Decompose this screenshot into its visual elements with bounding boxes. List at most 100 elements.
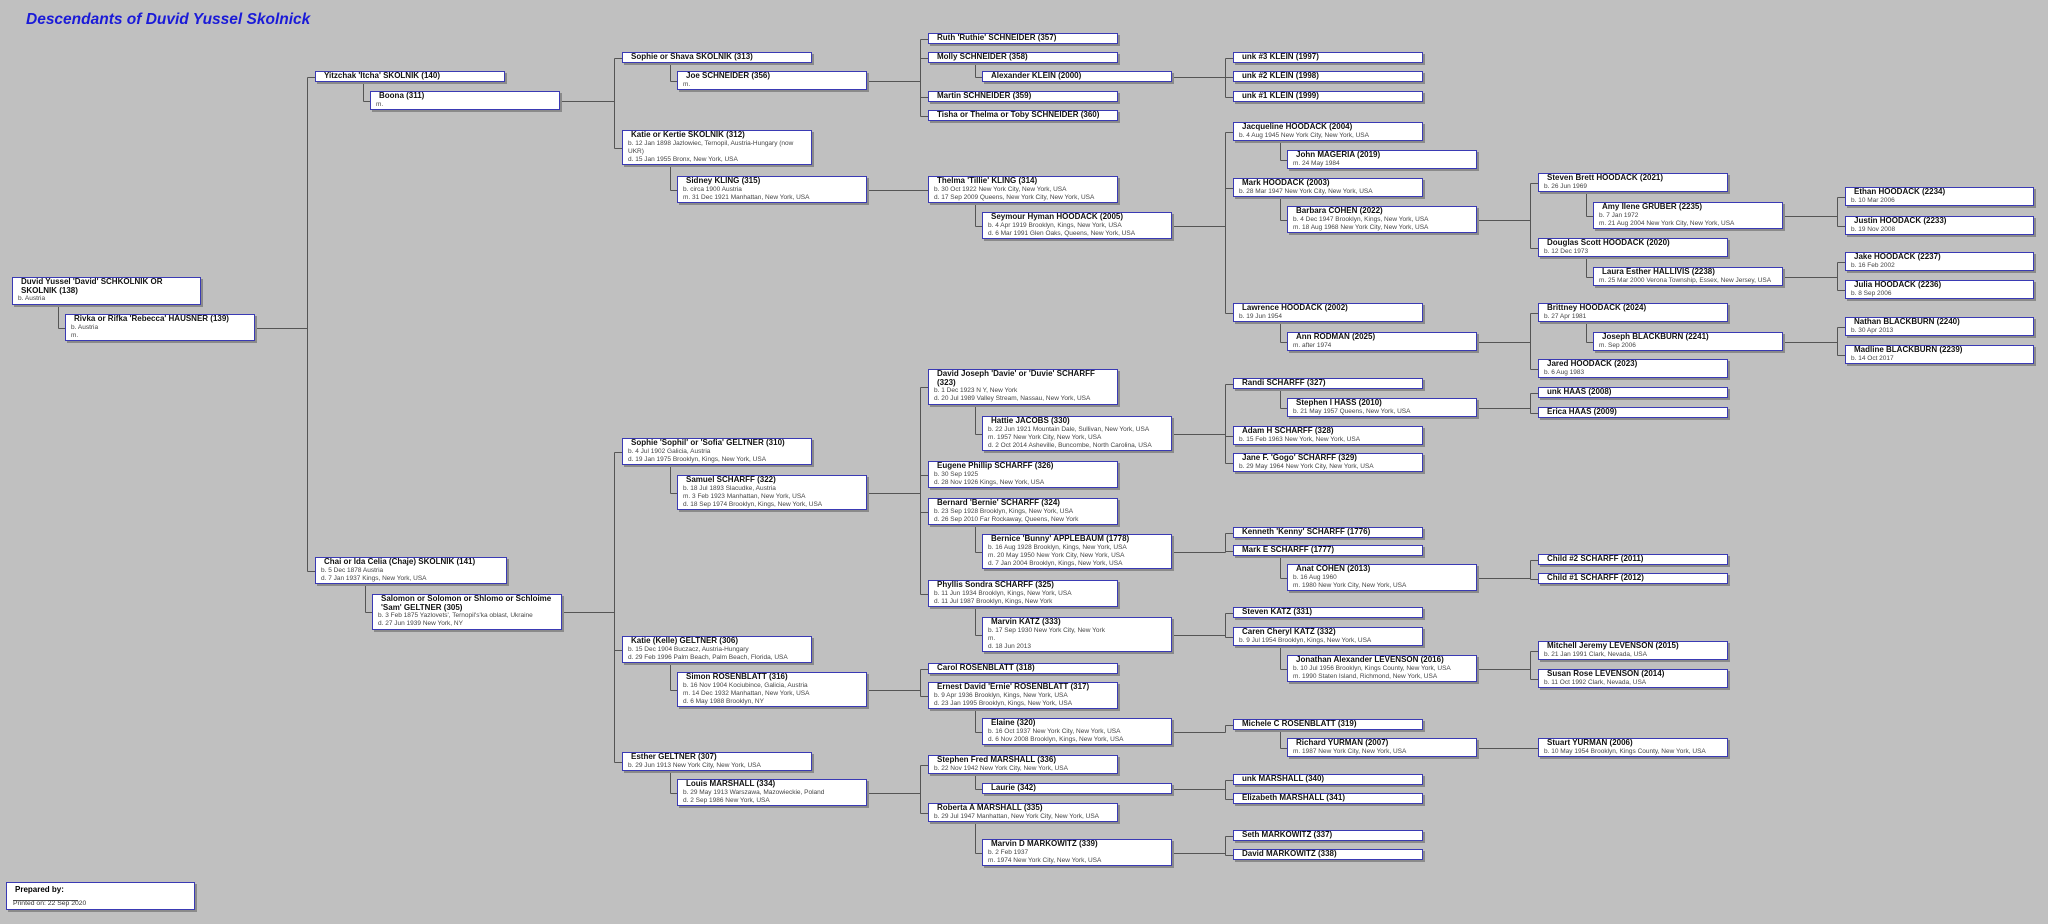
person-detail: b. 30 Sep 1925: [934, 470, 979, 478]
person-name: Hattie JACOBS (330): [991, 416, 1070, 425]
person-detail: b. 30 Apr 2013: [1851, 326, 1894, 334]
person-detail: b. 21 Jan 1991 Clark, Nevada, USA: [1544, 650, 1647, 658]
person-box: Yitzchak 'Itcha' SKOLNIK (140): [315, 71, 505, 83]
person-detail: d. 7 Jan 1937 Kings, New York, USA: [321, 574, 427, 582]
person-name: Barbara COHEN (2022): [1296, 206, 1383, 215]
person-detail: b. 10 May 1954 Brooklyn, Kings County, N…: [1544, 747, 1706, 755]
person-box: Louis MARSHALL (334)b. 29 May 1913 Warsz…: [677, 779, 867, 807]
person-box: Adam H SCHARFF (328)b. 15 Feb 1963 New Y…: [1233, 426, 1423, 446]
signature-line: [13, 900, 78, 901]
person-name: Ernest David 'Ernie' ROSENBLATT (317): [937, 682, 1090, 691]
person-name: Yitzchak 'Itcha' SKOLNIK (140): [324, 71, 440, 80]
person-name: Seth MARKOWITZ (337): [1242, 830, 1333, 839]
person-box: John MAGERIA (2019)m. 24 May 1984: [1287, 150, 1477, 170]
person-box: Roberta A MARSHALL (335)b. 29 Jul 1947 M…: [928, 803, 1118, 823]
person-name: Martin SCHNEIDER (359): [937, 91, 1032, 100]
person-detail: m. 1990 Staten Island, Richmond, New Yor…: [1293, 672, 1438, 680]
person-detail: m.: [71, 331, 79, 339]
person-detail: b. 4 Apr 1919 Brooklyn, Kings, New York,…: [988, 221, 1122, 229]
person-name: Jonathan Alexander LEVENSON (2016): [1296, 655, 1444, 664]
person-box: Brittney HOODACK (2024)b. 27 Apr 1981: [1538, 303, 1728, 323]
person-name: Sidney KLING (315): [686, 176, 761, 185]
person-name: Thelma 'Tillie' KLING (314): [937, 176, 1038, 185]
chart-title: Descendants of Duvid Yussel Skolnick: [26, 11, 311, 28]
person-detail: b. circa 1900 Austria: [683, 185, 742, 193]
person-name: Lawrence HOODACK (2002): [1242, 303, 1348, 312]
person-detail: b. 16 Feb 2002: [1851, 261, 1895, 269]
person-detail: m. 1974 New York City, New York, USA: [988, 856, 1102, 864]
person-detail: m. 1957 New York City, New York, USA: [988, 433, 1102, 441]
person-name: Ann RODMAN (2025): [1296, 332, 1376, 341]
person-detail: b. 1 Dec 1923 N Y, New York: [934, 387, 1018, 395]
person-detail: d. 6 Mar 1991 Glen Oaks, Queens, New Yor…: [988, 229, 1136, 237]
person-box: Kenneth 'Kenny' SCHARFF (1776): [1233, 527, 1423, 539]
person-box: Simon ROSENBLATT (316)b. 16 Nov 1904 Koc…: [677, 672, 867, 708]
person-detail: b. 15 Feb 1963 New York, New York, USA: [1239, 435, 1361, 443]
person-name: Michele C ROSENBLATT (319): [1242, 719, 1357, 728]
person-detail: b. 4 Dec 1947 Brooklyn, Kings, New York,…: [1293, 215, 1429, 223]
person-box: Rivka or Rifka 'Rebecca' HAUSNER (139)b.…: [65, 314, 255, 342]
person-detail: d. 11 Jul 1987 Brooklyn, Kings, New York: [934, 597, 1053, 605]
person-box: Ruth 'Ruthie' SCHNEIDER (357): [928, 33, 1118, 45]
person-detail: b. 26 Jun 1969: [1544, 182, 1588, 190]
person-name: David MARKOWITZ (338): [1242, 849, 1337, 858]
person-detail: b. 16 Aug 1928 Brooklyn, Kings, New York…: [988, 543, 1127, 551]
person-name: David Joseph 'Davie' or 'Duvie' SCHARFF …: [937, 369, 1095, 387]
person-box: Hattie JACOBS (330)b. 22 Jun 1921 Mounta…: [982, 416, 1172, 452]
person-detail: d. 20 Jul 1989 Valley Stream, Nassau, Ne…: [934, 395, 1091, 403]
person-box: unk #1 KLEIN (1999): [1233, 91, 1423, 103]
person-detail: m. 31 Dec 1921 Manhattan, New York, USA: [683, 193, 810, 201]
person-name: Nathan BLACKBURN (2240): [1854, 317, 1960, 326]
person-name: Mitchell Jeremy LEVENSON (2015): [1547, 641, 1679, 650]
printed-on-date: Printed on: 22 Sep 2020: [13, 900, 87, 907]
person-box: Erica HAAS (2009): [1538, 407, 1728, 419]
person-box: Bernard 'Bernie' SCHARFF (324)b. 23 Sep …: [928, 498, 1118, 526]
person-name: Steven KATZ (331): [1242, 607, 1313, 616]
person-name: Eugene Phillip SCHARFF (326): [937, 461, 1054, 470]
person-box: Ethan HOODACK (2234)b. 10 Mar 2006: [1845, 187, 2034, 207]
person-detail: m. 3 Feb 1923 Manhattan, New York, USA: [683, 492, 806, 500]
person-box: unk MARSHALL (340): [1233, 774, 1423, 786]
person-box: Julia HOODACK (2236)b. 8 Sep 2006: [1845, 280, 2034, 300]
person-detail: m. 18 Aug 1968 New York City, New York, …: [1293, 223, 1429, 231]
person-name: Stephen Fred MARSHALL (336): [937, 755, 1056, 764]
person-detail: b. 16 Nov 1904 Kociubince, Galicia, Aust…: [683, 681, 808, 689]
person-detail: m. 20 May 1950 New York City, New York, …: [988, 551, 1125, 559]
person-name: Esther GELTNER (307): [631, 752, 717, 761]
person-box: Mark E SCHARFF (1777): [1233, 545, 1423, 557]
person-detail: d. 6 Nov 2008 Brooklyn, Kings, New York,…: [988, 735, 1124, 743]
person-box: Michele C ROSENBLATT (319): [1233, 719, 1423, 731]
person-name: Elaine (320): [991, 718, 1036, 727]
person-box: unk #3 KLEIN (1997): [1233, 52, 1423, 64]
person-detail: b. 22 Jun 1921 Mountain Dale, Sullivan, …: [988, 425, 1150, 433]
person-box: Joe SCHNEIDER (356)m.: [677, 71, 867, 91]
person-name: Sophie 'Sophil' or 'Sofia' GELTNER (310): [631, 438, 785, 447]
person-box: Steven Brett HOODACK (2021)b. 26 Jun 196…: [1538, 173, 1728, 193]
person-detail: b. 17 Sep 1930 New York City, New York: [988, 626, 1105, 634]
person-detail: b. 11 Jun 1934 Brooklyn, Kings, New York…: [934, 589, 1072, 597]
person-name: Susan Rose LEVENSON (2014): [1547, 669, 1665, 678]
person-detail: b. 18 Jul 1893 Slacudke, Austria: [683, 484, 776, 492]
person-name: Marvin D MARKOWITZ (339): [991, 839, 1098, 848]
person-detail: b. 10 Mar 2006: [1851, 196, 1895, 204]
person-name: Kenneth 'Kenny' SCHARFF (1776): [1242, 527, 1371, 536]
person-name: Mark HOODACK (2003): [1242, 178, 1330, 187]
prepared-by-label: Prepared by:: [15, 885, 64, 894]
person-box: Stuart YURMAN (2006)b. 10 May 1954 Brook…: [1538, 738, 1728, 758]
person-detail: d. 7 Jan 2004 Brooklyn, Kings, New York,…: [988, 559, 1123, 567]
person-detail: m. Sep 2006: [1599, 341, 1636, 349]
person-detail: d. 2 Sep 1986 New York, USA: [683, 796, 770, 804]
person-box: Randi SCHARFF (327): [1233, 378, 1423, 390]
person-box: Salomon or Solomon or Shlomo or Schloime…: [372, 594, 562, 630]
person-name: Richard YURMAN (2007): [1296, 738, 1389, 747]
person-name: Tisha or Thelma or Toby SCHNEIDER (360): [937, 110, 1100, 119]
person-detail: b. 29 Jun 1913 New York City, New York, …: [628, 761, 761, 769]
person-box: Molly SCHNEIDER (358): [928, 52, 1118, 64]
person-box: Elizabeth MARSHALL (341): [1233, 793, 1423, 805]
person-detail: d. 29 Feb 1996 Palm Beach, Palm Beach, F…: [628, 653, 788, 661]
person-detail: b. 22 Nov 1942 New York City, New York, …: [934, 764, 1068, 772]
person-detail: b. 3 Feb 1875 Yazlovets', Ternopil's'ka …: [378, 612, 533, 620]
person-box: Jared HOODACK (2023)b. 6 Aug 1983: [1538, 359, 1728, 379]
